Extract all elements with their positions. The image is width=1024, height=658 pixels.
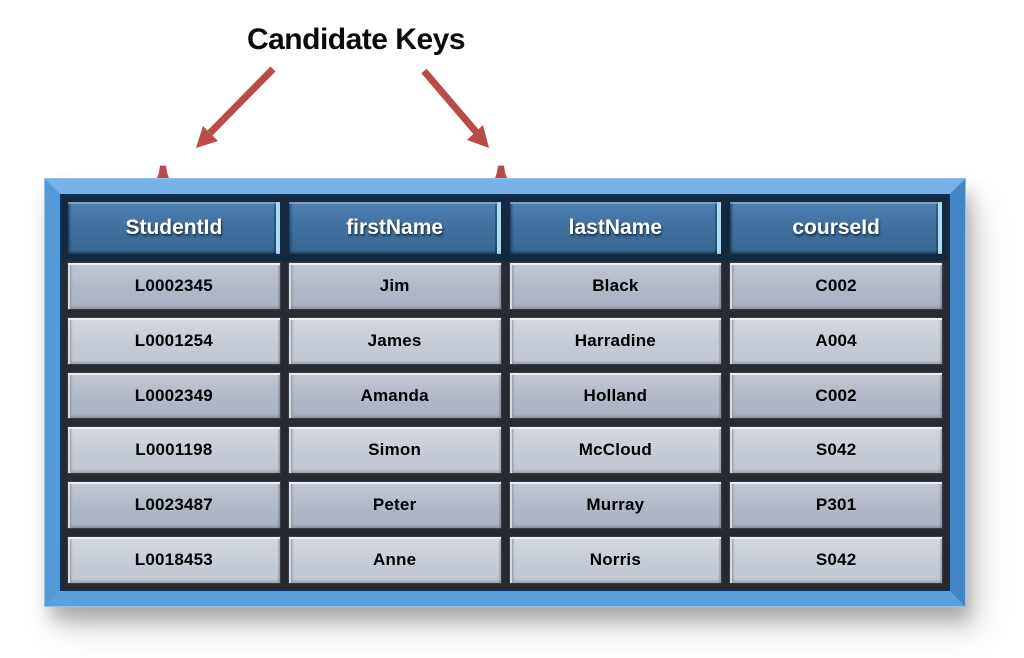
table-cell: L0002349 bbox=[67, 371, 281, 420]
diagram-title: Candidate Keys bbox=[246, 23, 466, 56]
header-cell-studentid: StudentId bbox=[67, 201, 281, 255]
database-table: StudentId firstName lastName courseId L0… bbox=[45, 179, 965, 606]
table-cell: Murray bbox=[508, 481, 723, 530]
table-cell: Black bbox=[508, 262, 723, 310]
table-cell: L0023487 bbox=[67, 481, 281, 530]
table-cell: James bbox=[287, 316, 502, 365]
header-cell-lastname: lastName bbox=[508, 201, 723, 255]
table-cell: L0002345 bbox=[67, 262, 281, 310]
table-cell: A004 bbox=[729, 316, 943, 365]
table-cell: Peter bbox=[287, 481, 502, 530]
table-cell: Anne bbox=[287, 536, 502, 584]
table-cell: Norris bbox=[508, 536, 723, 584]
table-cell: C002 bbox=[729, 262, 943, 310]
table-cell: Amanda bbox=[287, 371, 502, 420]
table-cell: Holland bbox=[508, 371, 723, 420]
table-cell: S042 bbox=[729, 536, 943, 584]
table-cell: Jim bbox=[287, 262, 502, 310]
table-grid: StudentId firstName lastName courseId L0… bbox=[60, 194, 950, 591]
table-cell: S042 bbox=[729, 426, 943, 475]
header-cell-firstname: firstName bbox=[287, 201, 502, 255]
table-cell: L0001198 bbox=[67, 426, 281, 475]
table-cell: Harradine bbox=[508, 316, 723, 365]
table-cell: Simon bbox=[287, 426, 502, 475]
annotation-arrow-left bbox=[196, 66, 276, 148]
table-cell: P301 bbox=[729, 481, 943, 530]
table-cell: McCloud bbox=[508, 426, 723, 475]
table-cell: L0018453 bbox=[67, 536, 281, 584]
table-cell: C002 bbox=[729, 371, 943, 420]
annotation-arrow-right bbox=[421, 68, 489, 148]
header-cell-courseid: courseId bbox=[729, 201, 943, 255]
table-cell: L0001254 bbox=[67, 316, 281, 365]
